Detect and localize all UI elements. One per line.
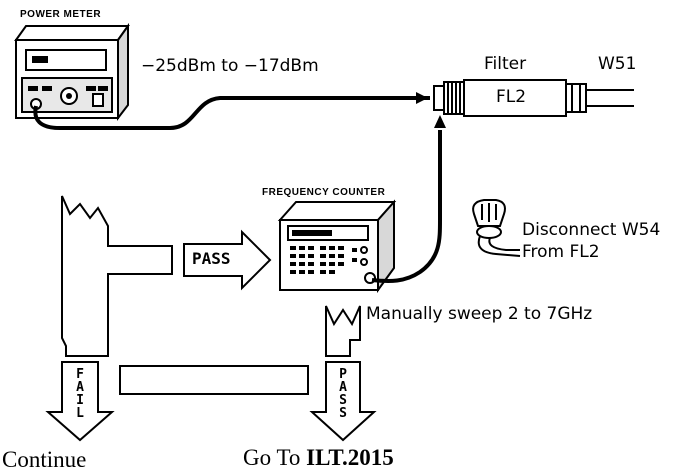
counter-cable bbox=[371, 130, 442, 283]
frequency-counter-title: FREQUENCY COUNTER bbox=[262, 187, 386, 198]
filter-body-label: FL2 bbox=[496, 87, 527, 107]
w54-connector-icon bbox=[472, 199, 521, 257]
goto-target: ILT.2015 bbox=[306, 445, 394, 470]
m-flow-block-small bbox=[325, 305, 361, 357]
connect-arrow-horizontal bbox=[400, 92, 428, 104]
goto-prefix: Go To bbox=[243, 445, 307, 470]
pass-arrow-down bbox=[309, 361, 377, 442]
pass-down-label: PASS bbox=[339, 367, 347, 421]
filter-fl2-icon bbox=[433, 79, 587, 117]
filter-label: Filter bbox=[484, 54, 527, 74]
m-flow-block bbox=[61, 195, 173, 357]
flow-connector-bar bbox=[119, 365, 309, 395]
w51-label: W51 bbox=[598, 54, 637, 74]
pass-arrow-right bbox=[183, 229, 272, 291]
connect-arrow-vertical bbox=[434, 115, 446, 128]
disconnect-line1: Disconnect W54 bbox=[522, 220, 661, 240]
w51-cable bbox=[586, 89, 634, 107]
power-meter-icon bbox=[14, 22, 130, 121]
goto-label: Go To ILT.2015 bbox=[243, 446, 394, 469]
disconnect-line2: From FL2 bbox=[522, 242, 600, 262]
sweep-instruction: Manually sweep 2 to 7GHz bbox=[366, 304, 593, 324]
continue-label: Continue bbox=[2, 447, 87, 472]
power-meter-title: POWER METER bbox=[20, 9, 102, 20]
frequency-counter-icon bbox=[277, 199, 397, 294]
power-meter-cable bbox=[33, 96, 430, 130]
pass-arrow-label: PASS bbox=[192, 249, 231, 268]
fail-arrow-down bbox=[45, 361, 115, 442]
fail-arrow-label: FAIL bbox=[76, 367, 84, 421]
power-range-label: −25dBm to −17dBm bbox=[141, 56, 319, 76]
